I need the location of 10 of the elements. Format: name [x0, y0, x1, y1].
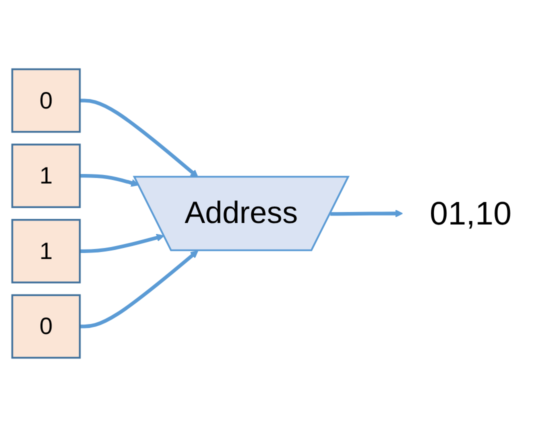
arrow: [80, 98, 198, 178]
node-box: 0: [11, 294, 81, 359]
arrow: [330, 210, 403, 218]
arrow: [80, 234, 164, 253]
node-box: 1: [11, 144, 81, 208]
node-text: 01,10: [430, 194, 512, 232]
arrow: [80, 174, 139, 187]
node-box: 1: [11, 218, 81, 284]
node-box: 0: [11, 68, 81, 133]
arrow: [80, 250, 198, 328]
